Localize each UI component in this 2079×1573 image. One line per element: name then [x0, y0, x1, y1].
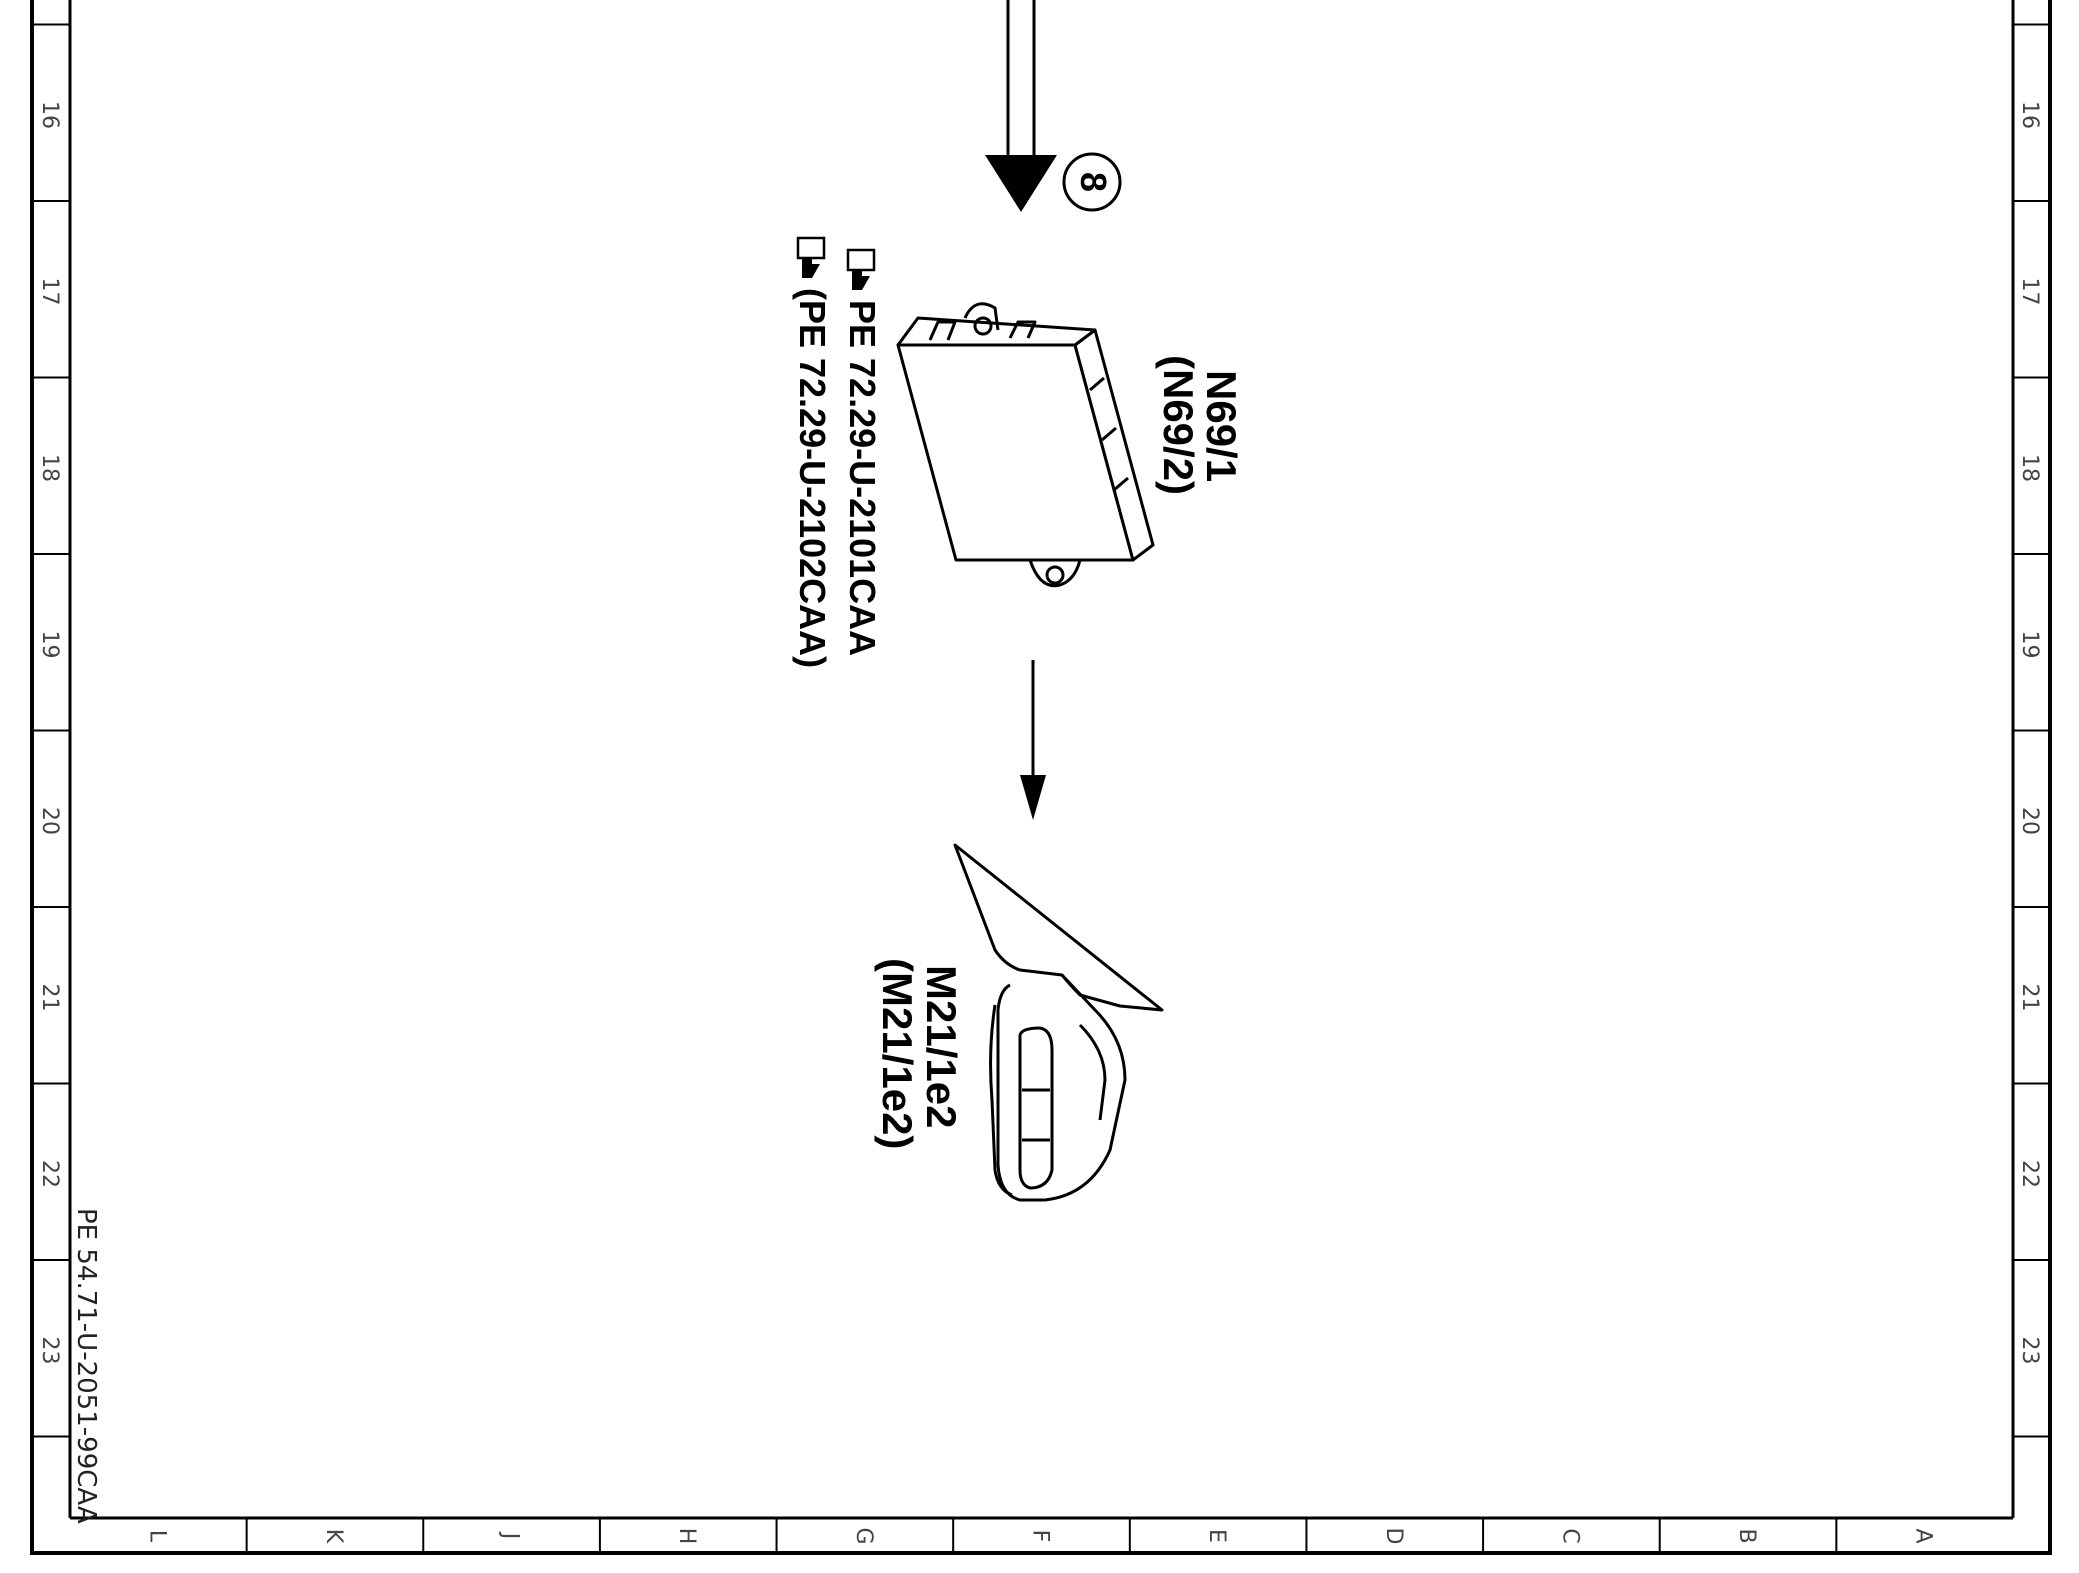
column-label: L	[144, 1530, 169, 1543]
control-unit-alt-label: (N69/2)	[1155, 355, 1202, 495]
row-labels: 16 16 17 17 18 18 19 19 20 20 21 21 22 22 23 23	[37, 101, 2042, 1365]
column-label: K	[321, 1529, 346, 1544]
row-label: 23	[37, 1337, 62, 1365]
column-label: A	[1911, 1528, 1936, 1543]
row-label: 20	[2017, 807, 2042, 835]
connector-marker-number: 8	[1073, 172, 1114, 192]
incoming-bus-arrow	[985, 0, 1057, 212]
control-unit-ref-primary: PE 72.29-U-2101CAA	[842, 300, 883, 656]
column-label: E	[1204, 1529, 1229, 1543]
row-label: 18	[37, 454, 62, 482]
control-unit-label: N69/1	[1198, 370, 1245, 482]
row-label: 16	[2017, 101, 2042, 129]
column-label: B	[1734, 1528, 1759, 1543]
mirror-alt-label: (M21/1e2)	[874, 958, 921, 1149]
column-label: D	[1381, 1528, 1406, 1545]
signal-arrow	[1020, 660, 1046, 820]
row-label: 16	[37, 101, 62, 129]
connector-marker: 8	[1062, 152, 1122, 212]
column-label: H	[674, 1528, 699, 1545]
column-label: C	[1557, 1528, 1582, 1543]
outside-mirror-drawing	[953, 843, 1164, 1202]
pointing-hand-icon	[796, 236, 826, 278]
row-label: 22	[2017, 1160, 2042, 1188]
column-label: G	[851, 1527, 876, 1544]
row-label: 17	[2017, 278, 2042, 306]
outer-border	[30, 0, 2052, 1555]
column-tick-marks	[245, 1518, 1838, 1553]
mirror-label: M21/1e2	[918, 965, 965, 1128]
row-label: 17	[37, 278, 62, 306]
row-label: 18	[2017, 454, 2042, 482]
row-label: 20	[37, 807, 62, 835]
row-tick-marks	[32, 23, 2050, 1438]
row-label: 21	[2017, 984, 2042, 1012]
row-label: 21	[37, 984, 62, 1012]
column-label: J	[498, 1531, 523, 1540]
row-label: 22	[37, 1160, 62, 1188]
row-label: 19	[37, 631, 62, 659]
control-unit-drawing	[896, 302, 1155, 588]
row-label: 23	[2017, 1337, 2042, 1365]
document-code: PE 54.71-U-2051-99CAA	[71, 1208, 101, 1524]
control-unit-ref-secondary: (PE 72.29-U-2102CAA)	[792, 288, 833, 668]
pointing-hand-icon	[846, 248, 876, 290]
row-label: 19	[2017, 631, 2042, 659]
column-label: F	[1028, 1530, 1053, 1543]
